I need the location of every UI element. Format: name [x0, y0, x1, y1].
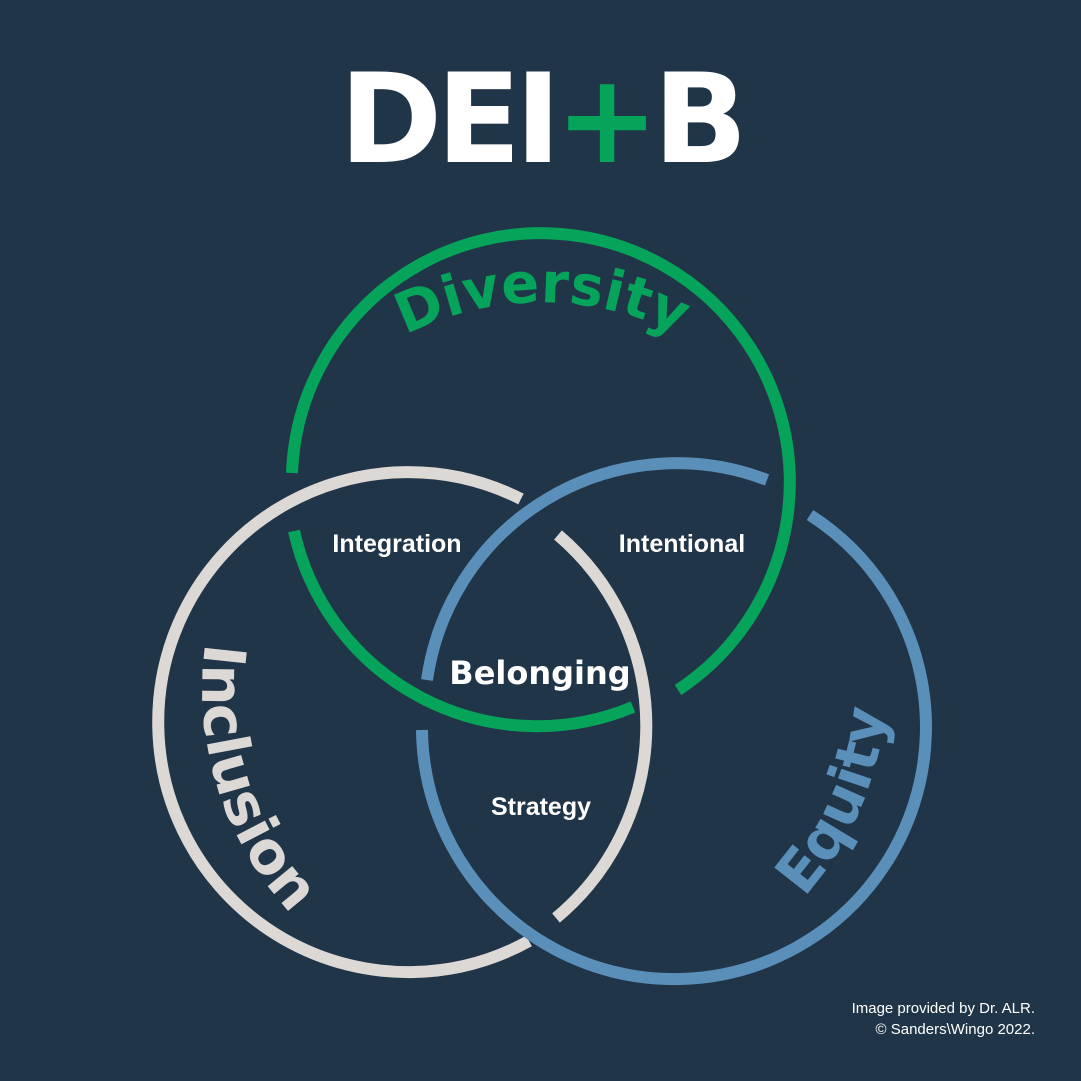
belonging-label: Belonging [449, 654, 630, 692]
diversity-circle [286, 227, 796, 733]
title-b: B [653, 48, 747, 192]
diversity-ring-top [286, 227, 796, 696]
inclusion-ring-outer [152, 466, 532, 979]
intentional-label: Intentional [619, 530, 745, 558]
equity-ring-top [421, 457, 770, 681]
credit-line-2: © Sanders\Wingo 2022. [875, 1021, 1035, 1038]
title-dei: DEI [339, 48, 561, 192]
inclusion-ring-inner [552, 530, 653, 923]
credit-line-1: Image provided by Dr. ALR. [851, 1000, 1035, 1017]
image-credit: Image provided by Dr. ALR. © Sanders\Win… [852, 998, 1035, 1040]
strategy-label: Strategy [491, 793, 591, 821]
integration-label: Integration [332, 530, 461, 558]
page-title: DEI+B [0, 58, 1081, 182]
title-plus: + [555, 48, 659, 192]
diversity-ring-bottom [288, 529, 636, 733]
equity-ring-right [416, 509, 932, 986]
inclusion-circle [152, 466, 653, 979]
equity-circle [416, 457, 932, 986]
